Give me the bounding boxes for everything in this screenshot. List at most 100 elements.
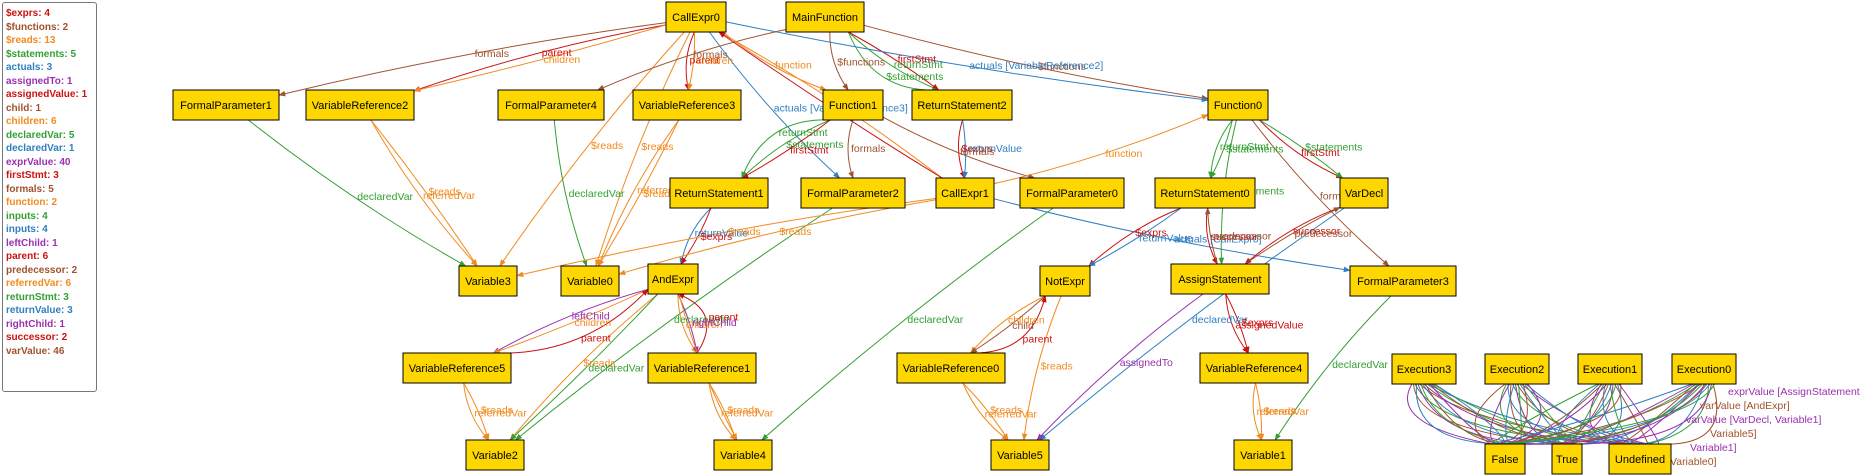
execution-edge-label: Variable5] bbox=[1710, 428, 1757, 440]
node-undefined[interactable]: Undefined bbox=[1608, 443, 1672, 475]
node-variablereference4[interactable]: VariableReference4 bbox=[1199, 352, 1309, 384]
edge-reads bbox=[370, 119, 478, 267]
legend-entry: returnValue: 3 bbox=[6, 305, 73, 316]
execution-edge bbox=[1557, 383, 1600, 445]
node-box bbox=[1019, 177, 1125, 209]
node-execution2[interactable]: Execution2 bbox=[1484, 353, 1550, 385]
edge-reads bbox=[708, 382, 737, 441]
node-variable2[interactable]: Variable2 bbox=[465, 439, 525, 471]
node-label: VariableReference3 bbox=[639, 100, 735, 112]
legend-entry: child: 1 bbox=[6, 102, 42, 114]
node-returnstatement2[interactable]: ReturnStatement2 bbox=[911, 89, 1013, 121]
legend-panel: $exprs: 4$functions: 2$reads: 13$stateme… bbox=[2, 2, 97, 392]
edge-label: formals bbox=[693, 49, 727, 61]
edge-label: children bbox=[544, 54, 581, 66]
node-execution1[interactable]: Execution1 bbox=[1577, 353, 1643, 385]
edge-label: formals bbox=[475, 48, 509, 60]
edge-children bbox=[413, 24, 667, 93]
node-function1[interactable]: Function1 bbox=[822, 89, 884, 121]
edge-functions bbox=[829, 31, 849, 91]
edge-child bbox=[970, 295, 1046, 354]
node-mainfunction[interactable]: MainFunction bbox=[785, 1, 865, 33]
node-false[interactable]: False bbox=[1484, 443, 1526, 475]
edge-label: children bbox=[574, 317, 611, 329]
node-variablereference0[interactable]: VariableReference0 bbox=[896, 352, 1006, 384]
legend-entry: varValue: 46 bbox=[6, 345, 65, 357]
node-box bbox=[669, 177, 769, 209]
node-box bbox=[785, 1, 865, 33]
node-label: VariableReference2 bbox=[312, 100, 408, 112]
node-notexpr[interactable]: NotExpr bbox=[1039, 265, 1091, 297]
edge-firstStmt bbox=[1259, 119, 1344, 179]
edge-reads bbox=[595, 31, 691, 267]
edge-declaredVar bbox=[514, 207, 833, 441]
execution-edge bbox=[1656, 383, 1718, 445]
node-variablereference3[interactable]: VariableReference3 bbox=[632, 89, 742, 121]
legend-entry: declaredVar: 5 bbox=[6, 129, 75, 141]
node-label: Variable5 bbox=[997, 450, 1043, 462]
node-variable1[interactable]: Variable1 bbox=[1233, 439, 1293, 471]
edge-label: child bbox=[1012, 320, 1034, 332]
legend-entry: inputs: 4 bbox=[6, 224, 48, 235]
node-true[interactable]: True bbox=[1551, 443, 1583, 475]
edge-label: referredVar bbox=[985, 409, 1038, 421]
node-vardecl[interactable]: VarDecl bbox=[1339, 177, 1389, 209]
node-box bbox=[1577, 353, 1643, 385]
node-variablereference2[interactable]: VariableReference2 bbox=[305, 89, 415, 121]
node-box bbox=[1391, 353, 1457, 385]
node-box bbox=[560, 265, 620, 297]
edge-label: function bbox=[775, 59, 812, 71]
node-box bbox=[1551, 443, 1583, 475]
edge-declaredVar bbox=[509, 293, 659, 441]
node-variable4[interactable]: Variable4 bbox=[713, 439, 773, 471]
edge-layer bbox=[248, 21, 1392, 441]
execution-edge bbox=[1420, 383, 1510, 445]
node-andexpr[interactable]: AndExpr bbox=[647, 263, 699, 295]
node-label: MainFunction bbox=[792, 12, 858, 24]
node-label: ReturnStatement1 bbox=[674, 188, 763, 200]
execution-edge bbox=[1474, 383, 1506, 445]
legend-entry: inputs: 4 bbox=[6, 210, 48, 222]
edge-label: assignedValue bbox=[1235, 319, 1303, 331]
node-label: False bbox=[1492, 454, 1519, 466]
node-execution0[interactable]: Execution0 bbox=[1671, 353, 1737, 385]
edge-label: successor bbox=[1211, 231, 1259, 243]
node-function0[interactable]: Function0 bbox=[1207, 89, 1269, 121]
edge-label: $statements bbox=[1226, 144, 1283, 156]
node-variable5[interactable]: Variable5 bbox=[990, 439, 1050, 471]
edge-label: parent bbox=[542, 47, 572, 59]
node-box bbox=[458, 265, 518, 297]
edge-actuals bbox=[993, 198, 1351, 273]
node-formalparameter4[interactable]: FormalParameter4 bbox=[497, 89, 605, 121]
execution-edge bbox=[1521, 383, 1649, 445]
node-variablereference1[interactable]: VariableReference1 bbox=[647, 352, 757, 384]
node-formalparameter0[interactable]: FormalParameter0 bbox=[1019, 177, 1125, 209]
node-label: AndExpr bbox=[652, 274, 695, 286]
edge-label: declaredVar bbox=[1192, 314, 1248, 326]
edge-children bbox=[687, 31, 696, 91]
node-assignstatement[interactable]: AssignStatement bbox=[1170, 263, 1270, 295]
node-variable3[interactable]: Variable3 bbox=[458, 265, 518, 297]
node-label: Execution0 bbox=[1677, 364, 1731, 376]
edge-firstStmt bbox=[848, 31, 940, 91]
node-box bbox=[1608, 443, 1672, 475]
node-formalparameter3[interactable]: FormalParameter3 bbox=[1349, 265, 1457, 297]
node-callexpr1[interactable]: CallExpr1 bbox=[935, 177, 995, 209]
edge-label: returnStmt bbox=[894, 59, 943, 71]
node-execution3[interactable]: Execution3 bbox=[1391, 353, 1457, 385]
node-returnstatement1[interactable]: ReturnStatement1 bbox=[669, 177, 769, 209]
legend-entry: predecessor: 2 bbox=[6, 264, 78, 276]
edge-reads bbox=[1255, 382, 1265, 441]
node-variable0[interactable]: Variable0 bbox=[560, 265, 620, 297]
edge-returnStmt bbox=[848, 31, 940, 91]
legend-entry: $exprs: 4 bbox=[6, 8, 50, 19]
edge-parent bbox=[413, 24, 667, 92]
node-returnstatement0[interactable]: ReturnStatement0 bbox=[1154, 177, 1256, 209]
node-callexpr0[interactable]: CallExpr0 bbox=[665, 1, 727, 33]
node-formalparameter1[interactable]: FormalParameter1 bbox=[172, 89, 280, 121]
node-variablereference5[interactable]: VariableReference5 bbox=[402, 352, 512, 384]
node-formalparameter2[interactable]: FormalParameter2 bbox=[800, 177, 906, 209]
node-box bbox=[1349, 265, 1457, 297]
